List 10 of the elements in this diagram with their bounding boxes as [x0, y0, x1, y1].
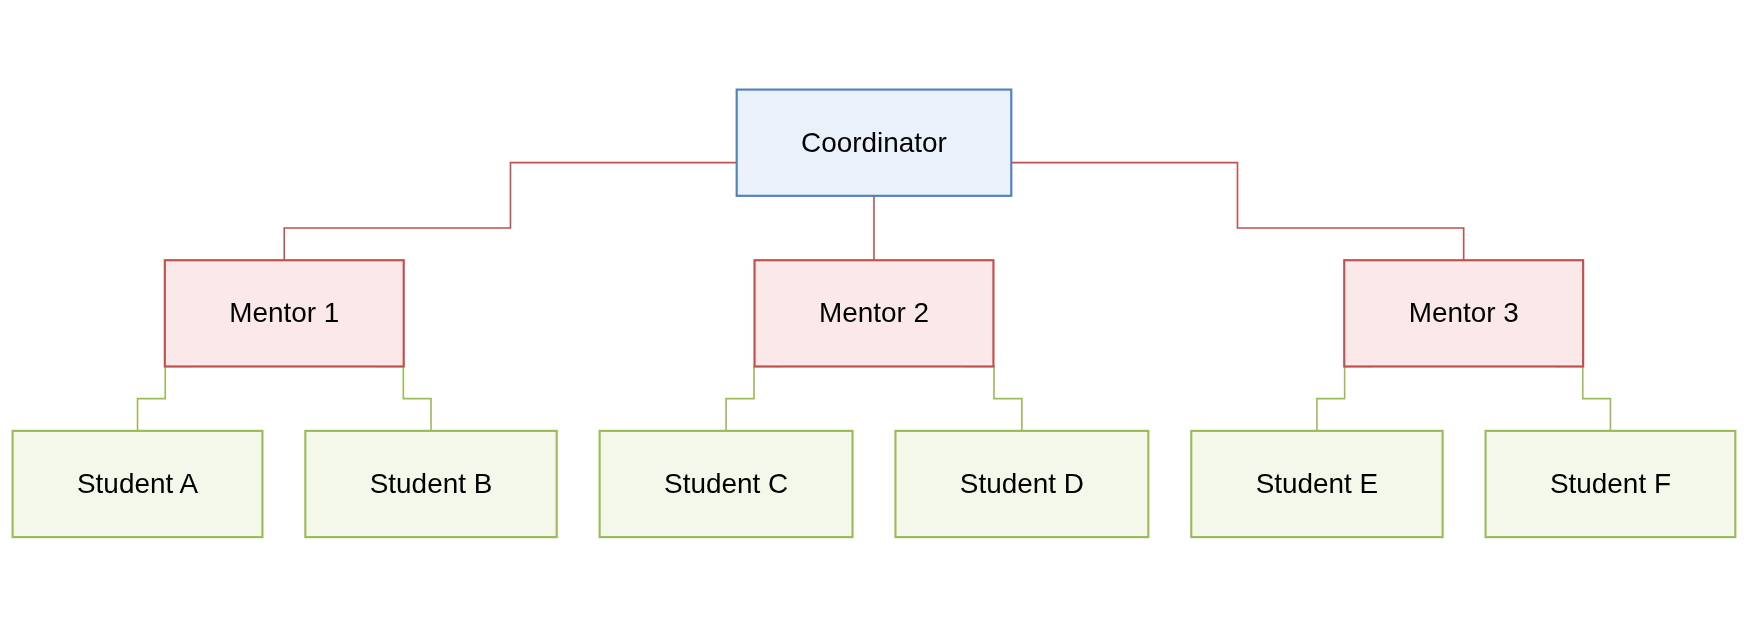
node-box: Mentor 2	[753, 259, 995, 368]
node-box: Student B	[304, 429, 558, 539]
node-box: Student D	[894, 429, 1150, 539]
node-box: Student F	[1484, 429, 1737, 539]
node-box: Mentor 1	[163, 259, 405, 368]
node-box: Mentor 3	[1343, 259, 1585, 368]
node-box: Student A	[11, 429, 264, 539]
node-box: Coordinator	[735, 88, 1013, 198]
node-box: Student E	[1190, 429, 1444, 539]
node-box: Student C	[598, 429, 854, 539]
